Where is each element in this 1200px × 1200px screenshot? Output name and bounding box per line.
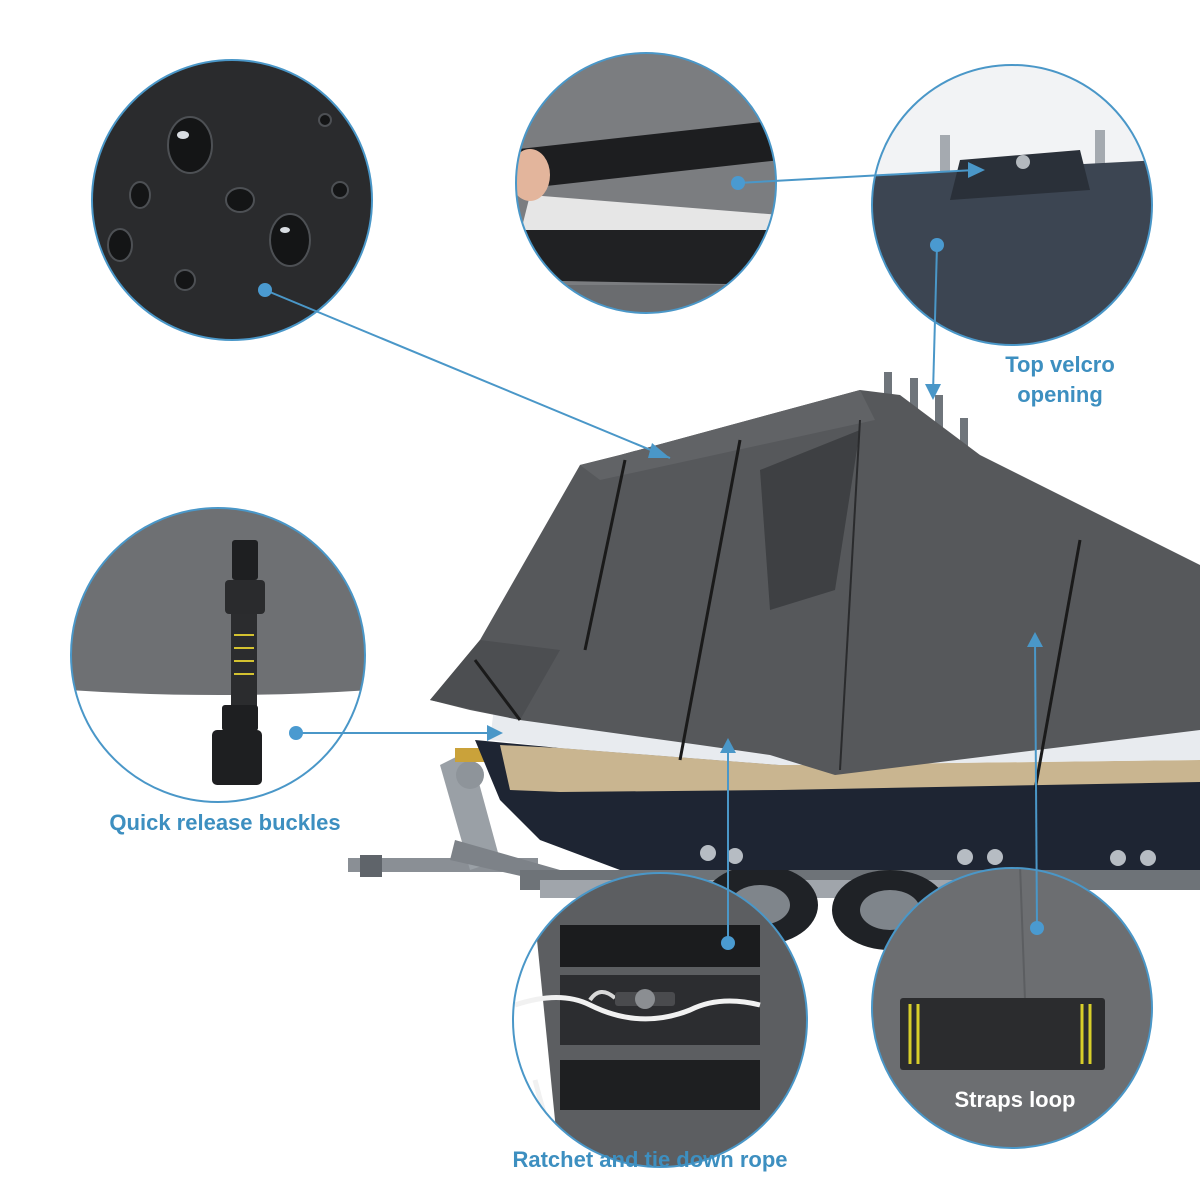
detail-waterproof-fabric: [91, 59, 373, 341]
callout-leaders: [258, 162, 1044, 950]
detail-ratchet: [512, 872, 808, 1168]
rod-holders: [884, 372, 968, 454]
callout-top-velcro: Top velcro opening: [985, 350, 1135, 410]
callout-top-velcro-line1: Top velcro: [1005, 352, 1115, 377]
water-droplet-icon: [107, 113, 349, 291]
ratchet-hook-icon: [588, 989, 675, 1009]
detail-buckle: [70, 507, 366, 803]
callout-top-velcro-line2: opening: [1017, 382, 1103, 407]
callout-ratchet-tie-down: Ratchet and tie down rope: [512, 1147, 788, 1172]
boat-cover: [430, 390, 1200, 791]
detail-strap-loop: [871, 867, 1153, 1149]
covered-boat-on-trailer: R: [348, 372, 1200, 950]
callout-straps-loop: Straps loop: [954, 1087, 1076, 1112]
detail-top-opening: [871, 64, 1153, 346]
callout-quick-release-buckles: Quick release buckles: [109, 810, 341, 835]
strap-loop-icon: [900, 998, 1105, 1070]
buckle-icon: [212, 540, 265, 785]
